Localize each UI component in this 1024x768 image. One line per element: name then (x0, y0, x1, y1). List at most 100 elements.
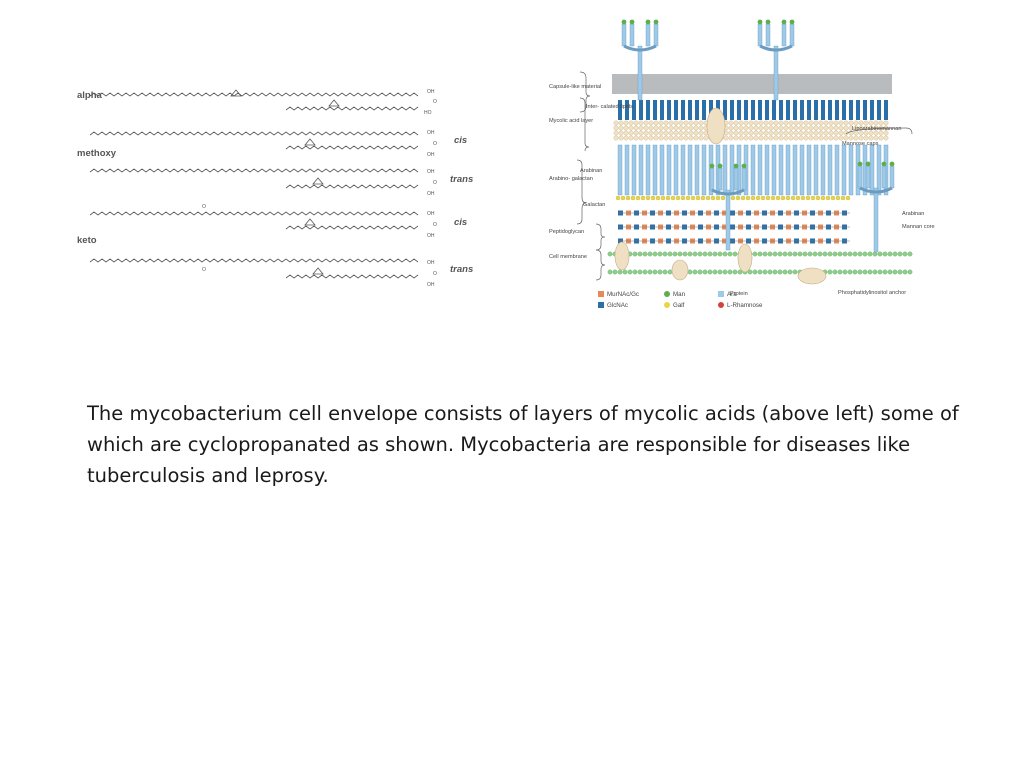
legend-swatch (718, 291, 724, 297)
legend-swatch (664, 302, 670, 308)
membrane-lipid (882, 269, 888, 275)
lipid-bead (693, 125, 699, 131)
lipid-bead (798, 135, 804, 141)
lipid-bead (733, 125, 739, 131)
lipid-bead (798, 120, 804, 126)
membrane-lipid (732, 269, 738, 275)
membrane-lipid (662, 269, 668, 275)
cyclopropane-ring (312, 267, 324, 275)
membrane-lipid (717, 251, 723, 257)
galactan-bead (815, 195, 821, 201)
legend-label: L-Rhamnose (727, 302, 763, 309)
lipid-bead (688, 125, 694, 131)
lipid-bead (803, 120, 809, 126)
lipid-bead (678, 130, 684, 136)
membrane-lipid (787, 269, 793, 275)
galactan-bead (665, 195, 671, 201)
mycolic-head (786, 100, 790, 120)
lipid-bead (793, 125, 799, 131)
lipid-bead (748, 120, 754, 126)
lipid-bead (833, 135, 839, 141)
arabinan-chain (764, 144, 770, 196)
cyclopropane-ring (328, 99, 340, 107)
mycolic-head (751, 100, 755, 120)
membrane-lipid (837, 251, 843, 257)
lipid-bead (613, 125, 619, 131)
lipid-bead (808, 130, 814, 136)
lipid-bead (673, 130, 679, 136)
membrane-lipid (867, 251, 873, 257)
layer-label-peptidoglycan: Peptidoglycan (549, 229, 584, 235)
mycolic-head (835, 100, 839, 120)
membrane-lipid (717, 269, 723, 275)
arabinan-chain (638, 144, 644, 196)
mycolic-head (779, 100, 783, 120)
lipid-bead (818, 130, 824, 136)
lipid-bead (663, 135, 669, 141)
legend-label: Galf (673, 302, 685, 309)
legend-label: Man (673, 291, 686, 298)
membrane-lipid (907, 269, 913, 275)
membrane-lipid (667, 269, 673, 275)
lipid-bead (843, 120, 849, 126)
mycolic-head (674, 100, 678, 120)
membrane-lipid (757, 251, 763, 257)
lipid-bead (753, 125, 759, 131)
membrane-lipid (842, 269, 848, 275)
lipid-bead (703, 135, 709, 141)
mannose-cap (781, 19, 787, 25)
lipid-bead (778, 135, 784, 141)
lipid-bead (808, 120, 814, 126)
mycolic-head (667, 100, 671, 120)
mycolic-head (702, 100, 706, 120)
membrane-lipid (857, 269, 863, 275)
membrane-lipid (687, 251, 693, 257)
lipid-bead (853, 120, 859, 126)
atom-label: HO (424, 110, 432, 116)
lipid-bead (738, 125, 744, 131)
membrane-lipid (787, 251, 793, 257)
membrane-lipid (882, 251, 888, 257)
hydrocarbon-chain (285, 184, 419, 189)
membrane-lipid (782, 269, 788, 275)
lam-arch (759, 44, 793, 52)
membrane-lipid (812, 251, 818, 257)
atom-label: OH (427, 260, 435, 266)
label-cis-methoxy: cis (454, 135, 467, 146)
membrane-lipid (767, 251, 773, 257)
membrane-protein (706, 107, 726, 145)
lipid-bead (658, 120, 664, 126)
lipid-bead (648, 120, 654, 126)
cyclopropane-ring (304, 138, 316, 146)
right-label-protein: Protein (730, 291, 748, 297)
lipid-bead (693, 135, 699, 141)
membrane-lipid (852, 269, 858, 275)
atom-label: O (433, 99, 437, 105)
lipid-bead (873, 135, 879, 141)
membrane-lipid (697, 251, 703, 257)
lipid-bead (808, 125, 814, 131)
membrane-lipid (797, 251, 803, 257)
lam-branch (621, 23, 627, 47)
lipid-bead (858, 120, 864, 126)
membrane-lipid (692, 251, 698, 257)
mannose-cap (889, 161, 895, 167)
lipid-bead (638, 130, 644, 136)
mycolic-head (772, 100, 776, 120)
lipid-bead (743, 135, 749, 141)
right-label-lam: Lipoarabinomannan (852, 126, 901, 132)
lipid-bead (763, 120, 769, 126)
arabinan-chain (876, 144, 882, 196)
membrane-lipid (702, 269, 708, 275)
atom-label: OH (427, 211, 435, 217)
lam-branch (709, 167, 715, 191)
lipid-bead (683, 120, 689, 126)
lam-stem (873, 187, 879, 253)
lipid-bead (793, 130, 799, 136)
membrane-lipid (712, 269, 718, 275)
lam-branch (781, 23, 787, 47)
mycolic-head (653, 100, 657, 120)
arabinan-chain (694, 144, 700, 196)
membrane-lipid (707, 269, 713, 275)
membrane-lipid (637, 269, 643, 275)
